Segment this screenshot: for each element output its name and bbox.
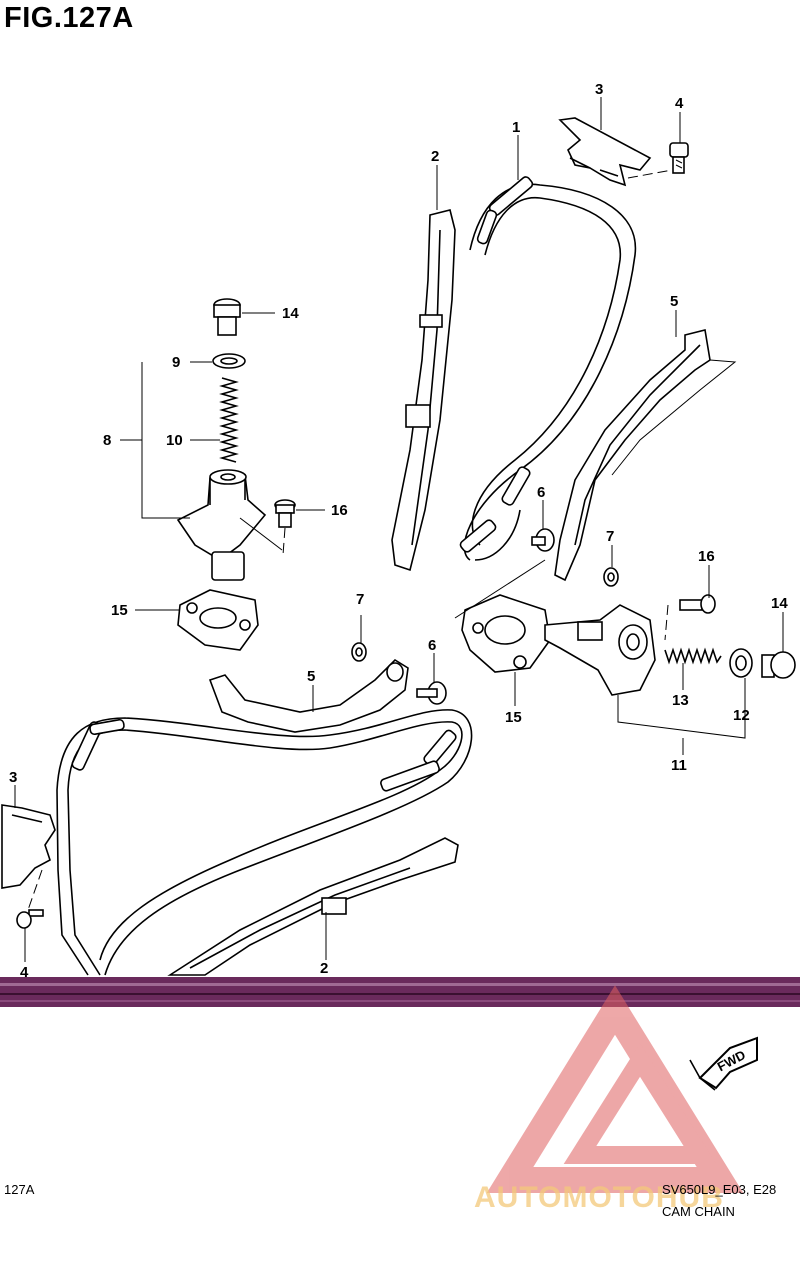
footer-figure-code: 127A [4, 1182, 35, 1197]
gasket-right[interactable] [454, 559, 551, 673]
tensioner-assembly-right[interactable] [544, 594, 796, 739]
callout-16-left: 16 [331, 502, 348, 519]
callout-4-lower: 4 [20, 964, 29, 981]
callout-7-right: 7 [606, 528, 614, 545]
callout-13: 13 [672, 692, 689, 709]
footer-model: SV650L9_E03, E28 [662, 1182, 777, 1197]
cam-chain-lower[interactable] [56, 709, 473, 976]
footer-caption: CAM CHAIN [662, 1204, 735, 1219]
callout-4-upper: 4 [675, 95, 684, 112]
tensioner-assembly-left[interactable] [176, 298, 296, 581]
callout-2-upper: 2 [431, 148, 439, 165]
cam-chain-upper[interactable] [459, 175, 637, 561]
callout-5-lower: 5 [307, 668, 315, 685]
watermark-text: AUTOMOTOHUB [474, 1181, 724, 1214]
leader-lines [14, 97, 784, 962]
washer-7-left[interactable] [351, 642, 367, 662]
callout-6-upper: 6 [537, 484, 545, 501]
callout-15-left: 15 [111, 602, 128, 619]
callout-12: 12 [733, 707, 750, 724]
tensioner-arm-right[interactable] [554, 329, 737, 582]
callout-7-left: 7 [356, 591, 364, 608]
callout-15-right: 15 [505, 709, 522, 726]
washer-7-right[interactable] [603, 567, 619, 587]
tensioner-arm-lower[interactable] [208, 658, 409, 733]
chain-bracket-lower[interactable] [1, 804, 56, 911]
scan-band [0, 977, 800, 1007]
callout-9: 9 [172, 354, 180, 371]
bolt-top[interactable] [669, 142, 689, 174]
callout-11: 11 [671, 757, 687, 774]
callout-5-upper: 5 [670, 293, 678, 310]
chain-bracket-top[interactable] [558, 117, 673, 187]
chain-links-lower [71, 718, 457, 792]
callout-16-right: 16 [698, 548, 715, 565]
gasket-left[interactable] [177, 589, 259, 651]
bolt-lower[interactable] [16, 909, 44, 929]
pivot-bolt-6-right[interactable] [531, 528, 555, 552]
watermark-logo [486, 985, 744, 1193]
spring-13 [664, 647, 722, 665]
callout-8: 8 [103, 432, 111, 449]
chain-guide-lower[interactable] [167, 837, 459, 976]
chain-guide-upper[interactable] [391, 209, 456, 572]
chain-links-upper [459, 176, 534, 553]
spring-10 [219, 377, 239, 463]
fwd-arrow: FWD [689, 1036, 758, 1091]
callout-14-right: 14 [771, 595, 788, 612]
callout-2-lower: 2 [320, 960, 328, 977]
callout-14-left: 14 [282, 305, 299, 322]
callout-6-lower: 6 [428, 637, 436, 654]
callout-3-upper: 3 [595, 81, 603, 98]
callout-3-lower: 3 [9, 769, 17, 786]
figure-title: FIG.127A [4, 2, 134, 34]
callout-10: 10 [166, 432, 183, 449]
pivot-bolt-6-left[interactable] [416, 681, 447, 705]
callout-labels: 1 2 2 3 3 4 4 5 5 6 6 7 7 8 9 10 11 12 1… [9, 81, 788, 981]
callout-1: 1 [512, 119, 520, 136]
